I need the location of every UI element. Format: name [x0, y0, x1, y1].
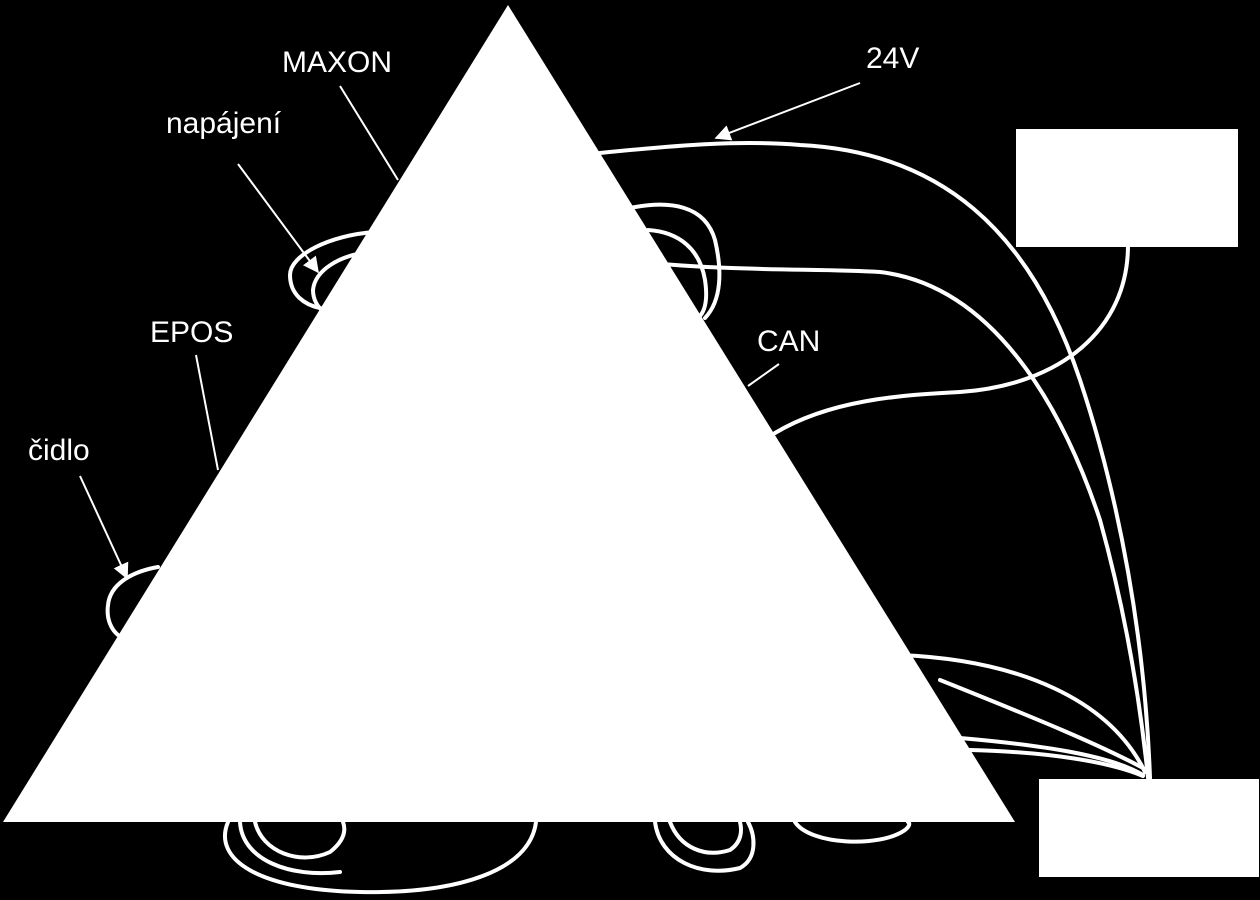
leader-cidlo	[79, 475, 129, 580]
leader-napajeni	[237, 163, 319, 274]
cable-loop-bottom-left-3	[253, 820, 347, 860]
label-can: CAN	[757, 325, 820, 358]
control-box-top	[1016, 129, 1238, 247]
cable-loop-sensor	[105, 565, 160, 637]
label-napajeni: napájení	[166, 107, 282, 140]
cable-24v	[598, 141, 1152, 780]
leader-24v	[714, 82, 861, 141]
cable-lower-3	[958, 736, 1145, 777]
cable-loop-bottom-right-2	[668, 820, 743, 855]
cable-loop-left-2	[310, 250, 372, 312]
leader-lines	[79, 82, 861, 580]
label-24v: 24V	[866, 42, 919, 75]
label-maxon: MAXON	[282, 46, 392, 79]
label-epos: EPOS	[150, 316, 233, 349]
triangle-platform	[3, 5, 1015, 822]
leader-can	[747, 363, 780, 387]
cable-group	[105, 141, 1152, 895]
cable-loop-bottom-left-2	[238, 820, 342, 876]
cable-lower-1	[898, 653, 1147, 774]
cable-loop-bottom-right-3	[793, 820, 912, 844]
cable-loop-right-1	[628, 202, 722, 320]
leader-epos	[195, 354, 219, 471]
leader-maxon	[339, 85, 399, 181]
power-box-bottom	[1039, 779, 1259, 877]
cable-lower-2	[938, 678, 1145, 770]
cable-lower-4	[968, 748, 1145, 778]
cable-can	[773, 243, 1130, 435]
cable-loop-left-1	[287, 230, 377, 310]
label-cidlo: čidlo	[28, 434, 90, 467]
cable-loop-bottom-left-1	[222, 820, 538, 895]
cable-motor-power	[638, 260, 1150, 780]
cable-loop-right-2	[646, 228, 709, 320]
cable-loop-bottom-right-1	[653, 820, 756, 873]
